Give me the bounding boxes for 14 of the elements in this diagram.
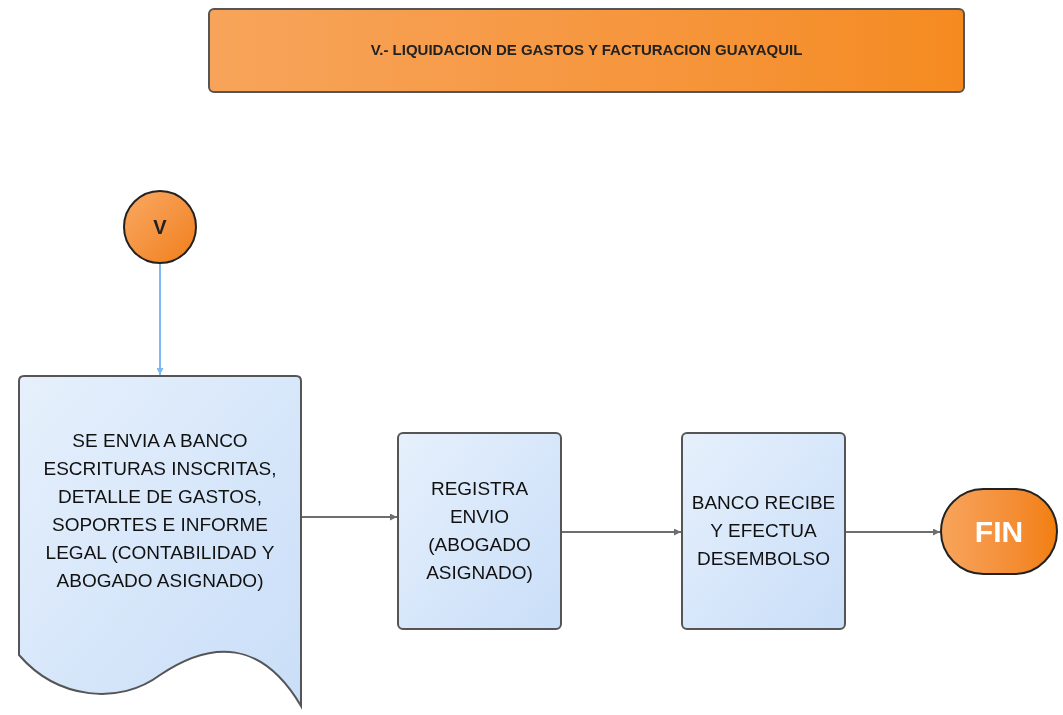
node-text: BANCO RECIBE Y EFECTUA DESEMBOLSO: [691, 491, 836, 571]
arrow: [156, 263, 164, 376]
node-text: V.- LIQUIDACION DE GASTOS Y FACTURACION GUAYAQUIL: [370, 40, 803, 61]
node-text: REGISTRA ENVIO (ABOGADO ASIGNADO): [425, 477, 534, 585]
document-shape: [18, 375, 302, 710]
process-box: [397, 432, 562, 630]
title-banner: [208, 8, 965, 93]
arrow: [561, 528, 682, 536]
node-text: SE ENVIA A BANCO ESCRITURAS INSCRITAS, DETALLE DE GASTOS, SOPORTES E INFORME LEGAL (CONTABILIDAD Y ABOGADO ASIGNADO): [42, 428, 278, 593]
node-text: V: [153, 215, 167, 240]
process-box: [681, 432, 846, 630]
arrow: [845, 528, 941, 536]
node-text: FIN: [974, 514, 1024, 550]
arrow: [301, 513, 398, 521]
